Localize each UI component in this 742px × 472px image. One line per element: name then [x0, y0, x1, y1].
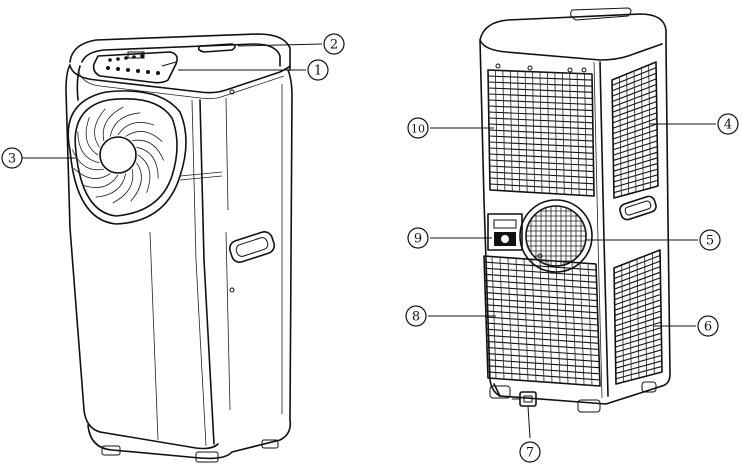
fan-vane — [132, 139, 165, 161]
callout-2: 2 — [323, 33, 345, 55]
side-lower-grille-rib — [628, 261, 632, 381]
upper-grille-rib — [547, 72, 550, 194]
side-lower-grille-rib — [621, 264, 625, 383]
power-socket-panel — [487, 213, 523, 251]
upper-grille-rib — [532, 71, 535, 193]
fan-vane — [77, 131, 100, 164]
lower-grille-rib — [587, 263, 593, 386]
rear-casters — [489, 381, 657, 413]
fan-vane — [125, 131, 163, 142]
lower-grille-rib — [579, 262, 585, 385]
fan-vane — [85, 117, 99, 156]
callout-3: 3 — [1, 147, 23, 169]
callout-2-label: 2 — [330, 38, 338, 53]
lower-grille-rib — [531, 259, 537, 382]
rear-top-handle — [570, 7, 632, 21]
side-lower-grille-rib — [651, 252, 655, 375]
callout-5-label: 5 — [706, 234, 714, 249]
callout-6: 6 — [697, 315, 719, 337]
upper-grille-rib — [554, 72, 558, 194]
fan-vane — [94, 108, 106, 148]
lower-grille-rib — [507, 257, 513, 380]
lower-grille-rib — [563, 261, 569, 384]
callout-4: 4 — [717, 113, 739, 135]
lower-rear-filter-grille — [483, 255, 601, 387]
fan-vane — [81, 174, 119, 188]
rear-side-handle — [619, 195, 657, 221]
side-upper-grille-rib — [626, 73, 630, 195]
upper-rear-filter-grille — [487, 69, 595, 197]
lower-grille-rib — [547, 260, 553, 383]
top-handle — [197, 43, 236, 53]
side-upper-grille-rib — [640, 67, 644, 191]
lower-grille-rib — [491, 256, 497, 379]
front-fan-outlet — [67, 90, 223, 225]
callout-7: 7 — [519, 441, 541, 463]
drain-outlet — [512, 391, 544, 407]
callout-4-label: 4 — [724, 118, 732, 133]
side-lower-grille-rib — [636, 258, 640, 379]
lower-grille-rib — [515, 258, 521, 381]
front-side-handle — [228, 231, 276, 263]
side-upper-grille-rib — [618, 76, 622, 197]
callout-10-label: 10 — [411, 123, 425, 136]
fan-vane — [130, 162, 142, 202]
upper-grille-rib — [539, 71, 543, 194]
upper-grille-rib — [502, 70, 506, 191]
callout-7-label: 7 — [526, 446, 534, 461]
fan-vane — [71, 149, 104, 171]
upper-grille-rib — [561, 72, 565, 195]
callout-5: 5 — [699, 229, 721, 251]
callout-6-label: 6 — [704, 320, 712, 335]
lower-grille-rib — [499, 257, 505, 380]
fan-vane — [102, 106, 124, 141]
callout-8: 8 — [405, 305, 427, 327]
upper-grille-rib — [509, 70, 513, 192]
callout-10: 10 — [407, 117, 429, 139]
lower-grille-rib — [539, 259, 545, 383]
callout-8-label: 8 — [412, 310, 420, 325]
lower-grille-rib — [555, 261, 561, 384]
fan-vane — [137, 154, 151, 193]
fan-vane — [95, 173, 127, 198]
upper-grille-rib — [495, 70, 498, 191]
lower-side-grille — [613, 249, 663, 385]
callout-9-label: 9 — [414, 232, 422, 247]
callout-3-label: 3 — [8, 152, 16, 167]
side-upper-grille-rib — [648, 64, 652, 189]
leader-lines — [20, 43, 716, 439]
fan-vane — [109, 112, 141, 137]
front-view-unit — [65, 33, 293, 463]
fan-vane — [117, 122, 155, 136]
upper-side-grille — [611, 61, 659, 199]
control-panel — [92, 51, 178, 84]
fan-vane — [136, 146, 159, 179]
fan-vane — [112, 169, 134, 204]
upper-grille-rib — [584, 73, 587, 196]
lower-grille-rib — [523, 258, 529, 381]
lower-grille-rib — [571, 262, 577, 385]
upper-grille-rib — [569, 73, 573, 195]
exhaust-outlet — [519, 199, 593, 273]
fan-vane — [73, 168, 111, 179]
callout-1-label: 1 — [314, 64, 322, 79]
side-lower-grille-rib — [644, 255, 648, 377]
upper-grille-rib — [517, 71, 521, 192]
rear-view-unit — [479, 7, 671, 413]
callout-9: 9 — [407, 227, 429, 249]
side-upper-grille-rib — [633, 70, 637, 193]
callout-1: 1 — [307, 59, 329, 81]
upper-grille-rib — [524, 71, 528, 193]
upper-grille-rib — [576, 73, 580, 196]
